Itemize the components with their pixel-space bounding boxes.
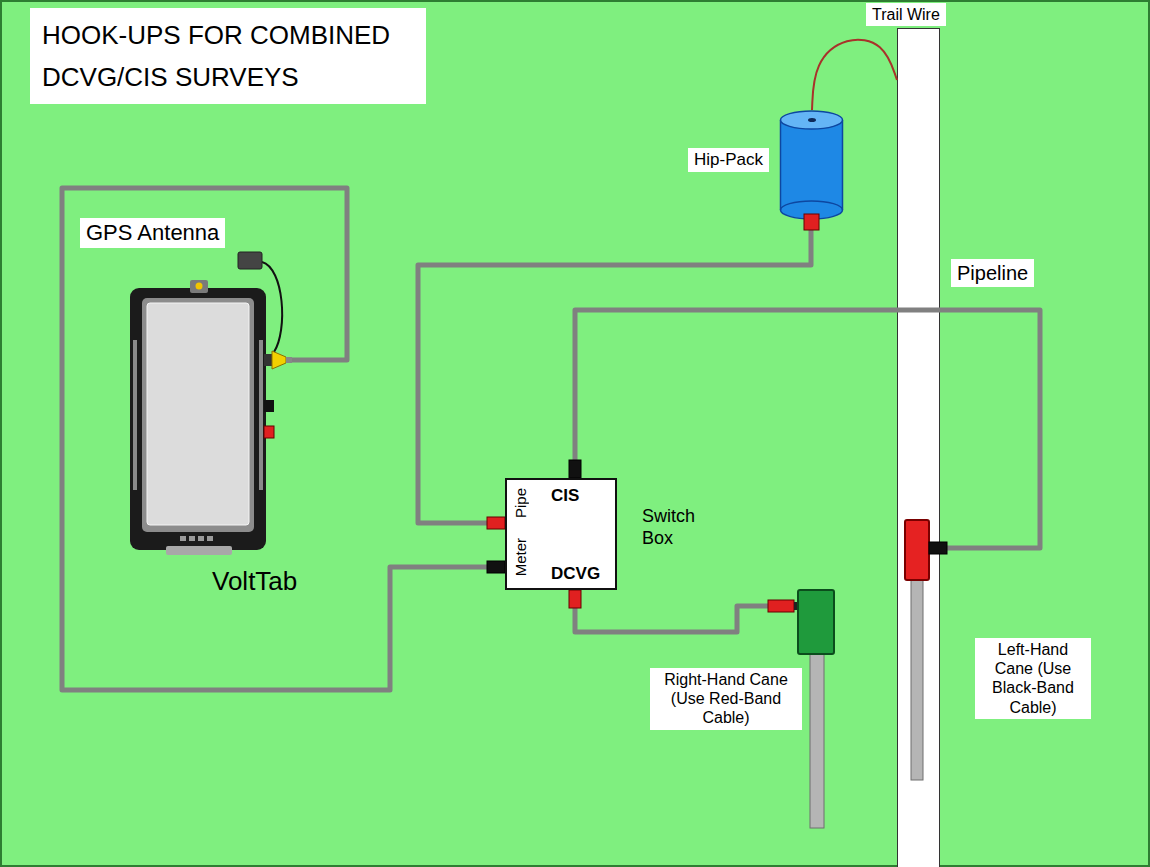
tablet-bezel [142,298,254,532]
hip-pack-side [780,120,782,210]
red-port [264,426,274,438]
node-label: Pipeline [951,259,1034,287]
red-band-plug [768,600,794,612]
node-label: Left-Hand Cane (Use Black-Band Cable) [975,638,1091,719]
black-band-plug [929,542,947,554]
tablet-strip [259,340,263,490]
port-label: CIS [551,486,579,506]
text-holder: Pipe [512,488,530,522]
hip-pack-top [781,111,843,129]
tablet-strip [133,340,137,490]
node-label: VoltTab [212,566,297,597]
text-holder: Pipeline [951,259,1034,287]
right-hand-cane: Right-Hand Cane (Use Red-Band Cable) [768,588,838,830]
switch-box: Switch BoxPipeCISMeterDCVG [505,478,617,590]
speaker-slot [207,536,213,541]
text-holder: VoltTab [212,566,297,597]
plug-base [264,354,272,366]
volttab-tablet-drawing [128,280,292,555]
left-hand-cane: Left-Hand Cane (Use Black-Band Cable) [903,518,947,782]
cane-pole [810,654,824,828]
title-holder: HOOK-UPS FOR COMBINED DCVG/CIS SURVEYS [30,8,426,104]
speaker-slot [189,536,195,541]
tablet-stand [166,546,232,555]
cane-head [798,590,834,654]
diagram-title: HOOK-UPS FOR COMBINED DCVG/CIS SURVEYS [30,8,426,104]
wire-label: Trail Wire [866,3,946,26]
left-hand-cane-drawing [903,518,947,782]
port-label: DCVG [551,564,600,584]
trail-wire-exit [808,118,816,122]
tablet-frame [130,288,266,550]
gps-antenna [238,252,262,269]
hip-pack-drawing [780,110,843,230]
hip-pack-plug [804,214,819,230]
hip-pack: Hip-Pack [780,110,843,230]
cane-pole [911,580,923,780]
text-holder: Meter [512,538,530,580]
node-label: Switch Box [642,506,714,549]
port-label: Pipe [512,488,530,518]
cable-layer [62,40,1040,690]
pipe-plug [487,517,505,529]
text-holder: Hip-Pack [688,148,769,172]
part-label: GPS Antenna [80,218,225,248]
node-label: Right-Hand Cane (Use Red-Band Cable) [650,668,802,730]
text-holder: CIS [551,486,579,506]
port-label: Meter [512,538,530,576]
tablet-clip-dot [196,283,203,290]
node-label: Hip-Pack [688,148,769,172]
text-holder: Switch Box [642,506,714,549]
edge-label-holder: Trail Wire [866,3,946,26]
black-port [264,400,274,412]
text-holder: Left-Hand Cane (Use Black-Band Cable) [975,638,1091,719]
dcvg-plug [569,590,581,608]
yellow-plug [272,351,286,369]
hip-pack-body [781,120,843,210]
plug-tip [286,357,292,363]
meter-plug [487,561,505,573]
tablet-clip [190,280,208,293]
cable [575,590,768,632]
cane-head [905,520,929,580]
text-holder: DCVG [551,564,600,584]
hip-pack-side [842,120,844,210]
trail-wire [812,40,897,110]
speaker-slot [198,536,204,541]
tablet-screen [147,303,249,525]
text-holder: Right-Hand Cane (Use Red-Band Cable) [650,668,802,730]
speaker-slot [180,536,186,541]
volttab-tablet: VoltTab [128,280,292,555]
cis-plug [569,460,581,478]
label-holder: GPS Antenna [80,218,225,248]
